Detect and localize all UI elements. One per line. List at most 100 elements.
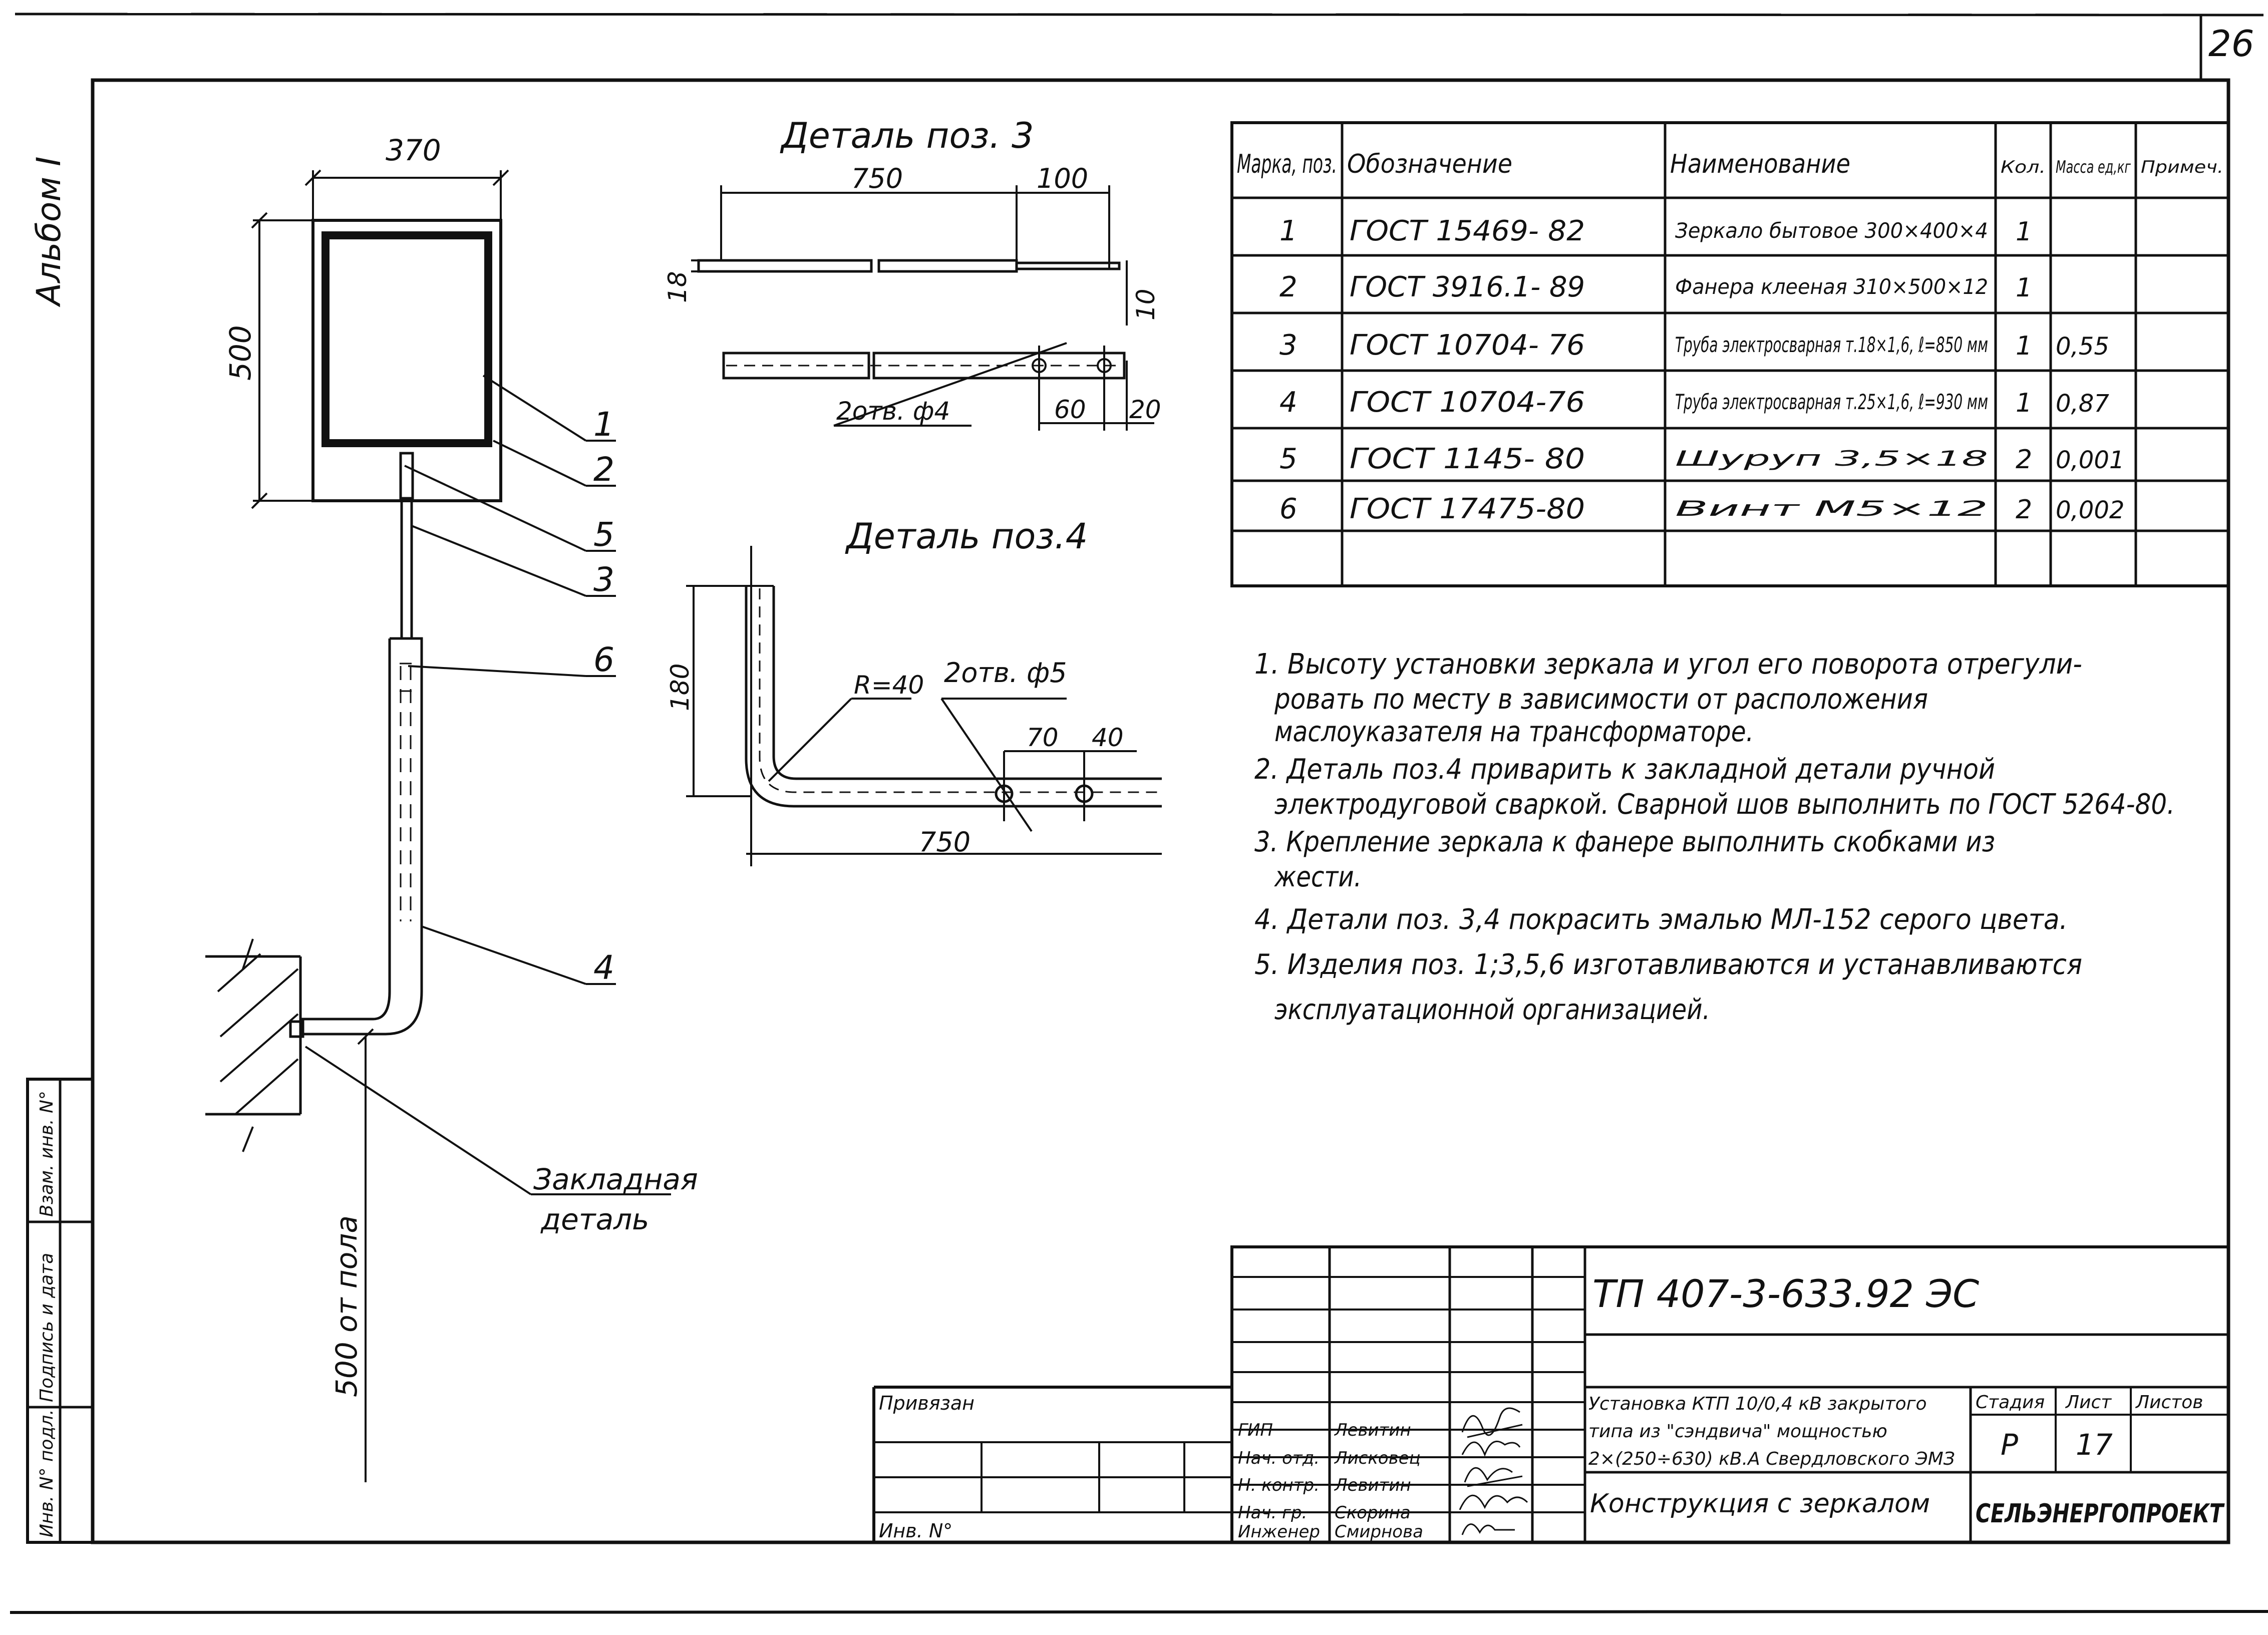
note-line: 4. Детали поз. 3,4 покрасить эмалью МЛ-1… — [1254, 903, 2068, 936]
spec-row-pos: 6 — [1279, 493, 1298, 525]
spec-header-1: Обозначение — [1347, 149, 1512, 179]
spec-row-mass: 0,002 — [2056, 496, 2124, 524]
spec-header-0: Марка, поз. — [1237, 149, 1337, 179]
spec-row-designation: ГОСТ 17475-80 — [1350, 493, 1585, 525]
callout-4: 4 — [593, 948, 614, 987]
project-desc-3: 2×(250÷630) кВ.А Свердловского ЭМЗ — [1588, 1449, 1955, 1469]
detail-3-dim-18: 18 — [663, 271, 692, 303]
callout-5: 5 — [593, 515, 614, 554]
detail-3: Деталь поз. 3 750 100 18 10 60 20 2отв. … — [663, 115, 1161, 431]
detail-3-dim-750: 750 — [851, 163, 903, 194]
dim-width: 370 — [386, 133, 441, 167]
spec-table — [1230, 121, 2230, 587]
detail-4-dim-180: 180 — [666, 664, 695, 711]
role-label: Нач. отд. — [1238, 1448, 1320, 1468]
spec-row-name: Труба электросварная т.25×1,6, ℓ=930 мм — [1675, 390, 1988, 414]
spec-row-mass: 0,55 — [2056, 333, 2109, 361]
callout-6: 6 — [593, 640, 614, 679]
spec-row-name: Шуруп 3,5×18 — [1675, 446, 1988, 471]
spec-row-designation: ГОСТ 3916.1- 89 — [1350, 271, 1585, 303]
sheet-label: Лист — [2065, 1392, 2112, 1413]
note-line: 5. Изделия поз. 1;3,5,6 изготавливаются … — [1254, 948, 2082, 981]
side-stamp-sign: Подпись и дата — [37, 1253, 57, 1402]
detail-3-dim-60: 60 — [1054, 395, 1086, 424]
detail-4-title: Деталь поз.4 — [845, 516, 1088, 557]
signature-2 — [1461, 1440, 1521, 1457]
sheets-label: Листов — [2135, 1392, 2203, 1413]
spec-row-name: Зеркало бытовое 300×400×4 — [1675, 218, 1988, 243]
project-desc-2: типа из "сэндвича" мощностью — [1588, 1421, 1887, 1442]
detail-3-dim-20: 20 — [1129, 395, 1161, 424]
spec-row-pos: 5 — [1279, 443, 1298, 475]
signature-4 — [1459, 1494, 1528, 1510]
spec-row-qty: 2 — [2016, 445, 2032, 475]
spec-row-pos: 3 — [1279, 329, 1298, 362]
callout-3: 3 — [593, 560, 614, 599]
detail-4-radius: R=40 — [854, 671, 924, 700]
spec-row-mass: 0,001 — [2056, 446, 2124, 474]
callout-1: 1 — [593, 405, 614, 444]
title-block-text: ТП 407-3-633.92 ЭС Привязан Инв. N° Уста… — [879, 1271, 2225, 1542]
note-line: жести. — [1273, 861, 1362, 893]
spec-row-qty: 1 — [2016, 388, 2032, 418]
detail-4-dim-750: 750 — [919, 826, 970, 858]
note-line: 2. Деталь поз.4 приварить к закладной де… — [1254, 753, 1995, 786]
album-label: Альбом I — [30, 156, 68, 307]
person-name: Смирнова — [1335, 1522, 1423, 1542]
dim-height: 500 — [223, 325, 257, 381]
spec-row-designation: ГОСТ 15469- 82 — [1350, 215, 1585, 247]
detail-4-dim-40: 40 — [1092, 723, 1124, 752]
detail-3-dim-100: 100 — [1037, 163, 1088, 194]
wall-section — [205, 938, 302, 1152]
embedded-part-label: Закладная деталь — [533, 1162, 707, 1236]
mirror-glass — [321, 231, 492, 447]
mirror-assembly: 370 500 — [205, 133, 707, 1482]
detail-3-title: Деталь поз. 3 — [780, 115, 1034, 156]
spec-row-qty: 1 — [2016, 273, 2032, 303]
spec-row-name: Труба электросварная т.18×1,6, ℓ=850 мм — [1675, 333, 1988, 357]
side-stamp-vzam: Взам. инв. N° — [37, 1091, 57, 1217]
spec-header-3: Кол. — [2001, 157, 2046, 177]
privyazan-label: Привязан — [879, 1392, 975, 1414]
spec-row-name: Винт M5×12 — [1675, 496, 1988, 521]
stage-label: Стадия — [1976, 1392, 2045, 1413]
role-label: Инженер — [1238, 1522, 1320, 1542]
person-name: Скорина — [1335, 1503, 1411, 1523]
detail-4: Деталь поз.4 180 70 40 750 R=40 2отв. ф5 — [666, 516, 1162, 866]
title-block — [872, 1245, 2230, 1544]
side-stamp: Инв. N° подл. Подпись и дата Взам. инв. … — [26, 1078, 94, 1544]
note-line: 3. Крепление зеркала к фанере выполнить … — [1254, 826, 1995, 858]
signature-1 — [1461, 1407, 1523, 1438]
role-label: Нач. гр. — [1238, 1503, 1307, 1523]
sheet-frame — [10, 13, 2268, 1614]
spec-row-qty: 1 — [2016, 331, 2032, 361]
spec-row-pos: 2 — [1279, 271, 1298, 303]
organization: СЕЛЬЭНЕРГОПРОЕКТ — [1976, 1499, 2225, 1529]
plywood-board — [311, 219, 502, 502]
spec-row-qty: 2 — [2016, 495, 2032, 525]
page-number: 26 — [2208, 23, 2254, 65]
detail-3-holes: 2отв. ф4 — [836, 397, 950, 426]
signature-3 — [1464, 1467, 1523, 1487]
spec-row-designation: ГОСТ 10704- 76 — [1350, 329, 1585, 362]
person-name: Лисковец — [1334, 1448, 1421, 1468]
stage-value: Р — [2001, 1428, 2018, 1462]
note-line: ровать по месту в зависимости от располо… — [1274, 683, 1928, 716]
detail-4-dim-70: 70 — [1027, 723, 1059, 752]
note-line: эксплуатационной организацией. — [1274, 994, 1710, 1026]
spec-header-5: Примеч. — [2141, 157, 2223, 177]
side-stamp-inv: Инв. N° подл. — [37, 1409, 57, 1537]
inv-label: Инв. N° — [879, 1520, 952, 1542]
note-line: электродуговой сваркой. Сварной шов выпо… — [1274, 788, 2175, 821]
person-name: Левитин — [1334, 1475, 1411, 1495]
floor-dimension: 500 от пола — [330, 1215, 364, 1397]
callout-2: 2 — [593, 450, 614, 489]
spec-row-name: Фанера клееная 310×500×12 — [1675, 274, 1988, 299]
notes: 1. Высоту установки зеркала и угол его п… — [1254, 648, 2175, 1026]
role-label: Н. контр. — [1238, 1475, 1320, 1495]
drawing-code: ТП 407-3-633.92 ЭС — [1592, 1271, 1979, 1316]
spec-row-mass: 0,87 — [2056, 390, 2109, 418]
spec-row-pos: 1 — [1279, 215, 1298, 247]
